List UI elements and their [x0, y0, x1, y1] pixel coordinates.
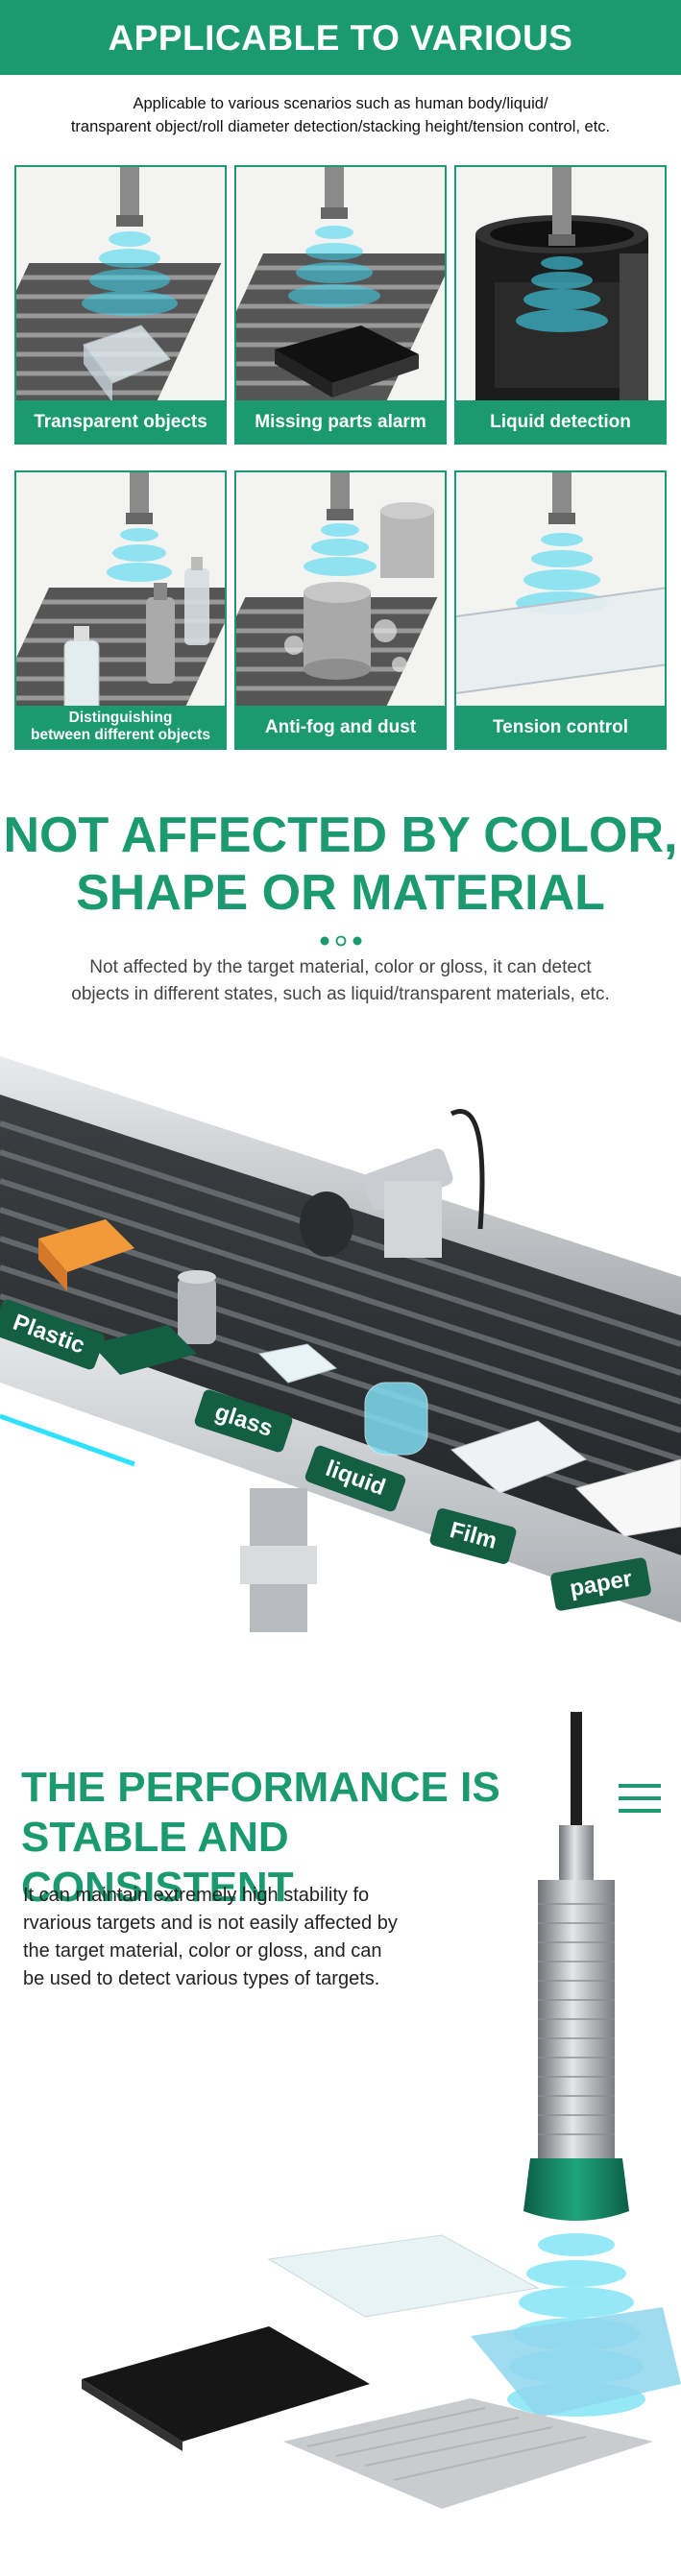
black-box-icon	[236, 167, 445, 443]
tile-caption: Anti-fog and dust	[236, 706, 445, 748]
scenarios-title: APPLICABLE TO VARIOUS SCENARIOS	[0, 0, 681, 134]
bottles-icon	[16, 472, 225, 748]
menu-icon[interactable]	[619, 1782, 661, 1815]
tile-distinguishing-objects: Distinguishing between different objects	[14, 470, 227, 750]
sensor-surfaces-illustration	[82, 1712, 681, 2509]
performance-description: It can maintain extremely high stability…	[23, 1885, 398, 1989]
scenarios-subtitle: Applicable to various scenarios such as …	[70, 95, 611, 135]
conveyor-illustration	[0, 1037, 681, 1709]
tile-missing-parts-alarm: Missing parts alarm	[234, 165, 447, 445]
dots-decoration	[320, 935, 362, 947]
tile-caption: Liquid detection	[456, 400, 665, 443]
tile-transparent-objects: Transparent objects	[14, 165, 227, 445]
transparent-box-icon	[16, 167, 225, 443]
tile-caption: Missing parts alarm	[236, 400, 445, 443]
tile-caption: Transparent objects	[16, 400, 225, 443]
tile-caption: Tension control	[456, 706, 665, 748]
performance-title: THE PERFORMANCE IS STABLE AND CONSISTENT	[21, 1764, 500, 1911]
materials-title: NOT AFFECTED BY COLOR, SHAPE OR MATERIAL	[3, 807, 678, 921]
cans-icon	[236, 472, 445, 748]
materials-description: Not affected by the target material, col…	[71, 957, 610, 1004]
film-icon	[456, 472, 665, 748]
tile-caption: Distinguishing between different objects	[16, 706, 225, 748]
tank-icon	[456, 167, 665, 443]
tile-anti-fog-and-dust: Anti-fog and dust	[234, 470, 447, 750]
tile-liquid-detection: Liquid detection	[454, 165, 667, 445]
tile-tension-control: Tension control	[454, 470, 667, 750]
